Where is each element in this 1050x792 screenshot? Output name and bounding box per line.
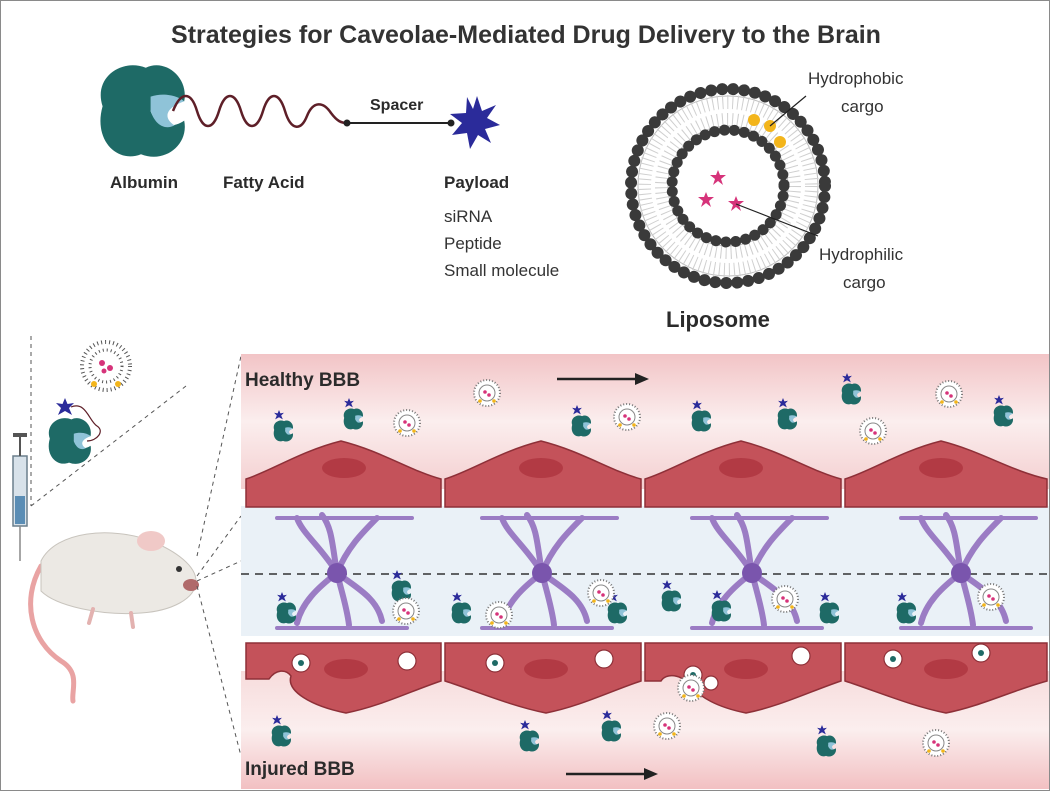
liposome-particle [613, 403, 641, 431]
astrocytes [275, 512, 1038, 630]
syringe-icon [12, 433, 28, 561]
fatty-acid-label: Fatty Acid [223, 173, 305, 192]
healthy-bbb-label: Healthy BBB [245, 370, 361, 391]
hydrophobic-cargo-dots [748, 114, 786, 148]
liposome-particle [677, 674, 705, 702]
brain-parenchyma [241, 506, 1049, 636]
payload-star-icon [450, 96, 500, 149]
payload-type-small-molecule: Small molecule [444, 261, 560, 280]
flow-arrow-injured [566, 768, 658, 780]
hydrophilic-cargo-stars [698, 170, 744, 211]
liposome-diagram [625, 83, 831, 289]
liposome-particle [922, 729, 950, 757]
injured-bbb-label: Injured BBB [245, 759, 355, 780]
hydrophilic-label-line1: Hydrophilic [819, 245, 904, 264]
liposome-particle [771, 585, 799, 613]
liposome-label: Liposome [666, 307, 770, 332]
liposome-particle [653, 712, 681, 740]
albumin-label: Albumin [110, 173, 178, 192]
liposome-particle [393, 409, 421, 437]
payload-type-peptide: Peptide [444, 234, 502, 253]
hydrophobic-label-line1: Hydrophobic [808, 69, 904, 88]
payload-label: Payload [444, 173, 510, 192]
liposome-particle [977, 583, 1005, 611]
injected-albumin-conjugate-icon [48, 398, 101, 464]
circulating-particles [271, 373, 1014, 757]
spacer-label: Spacer [370, 97, 424, 114]
flow-arrow-healthy [557, 373, 649, 385]
vessel-cross-section [241, 354, 1049, 789]
liposome-particle [392, 597, 420, 625]
mouse-illustration [12, 336, 242, 757]
liposome-particle [935, 380, 963, 408]
hydrophilic-label-line2: cargo [843, 273, 886, 292]
figure-title: Strategies for Caveolae-Mediated Drug De… [171, 21, 881, 49]
payload-type-sirna: siRNA [444, 207, 493, 226]
injected-liposome-icon [80, 340, 132, 392]
hydrophobic-label-line2: cargo [841, 97, 884, 116]
liposome-particle [587, 579, 615, 607]
liposome-particle [473, 379, 501, 407]
liposome-particle [485, 601, 513, 629]
fatty-acid-chain [171, 94, 348, 128]
albumin-icon [100, 65, 185, 157]
albumin-conjugate [100, 65, 500, 157]
liposome-particle [859, 417, 887, 445]
spacer-node-end [447, 119, 455, 127]
